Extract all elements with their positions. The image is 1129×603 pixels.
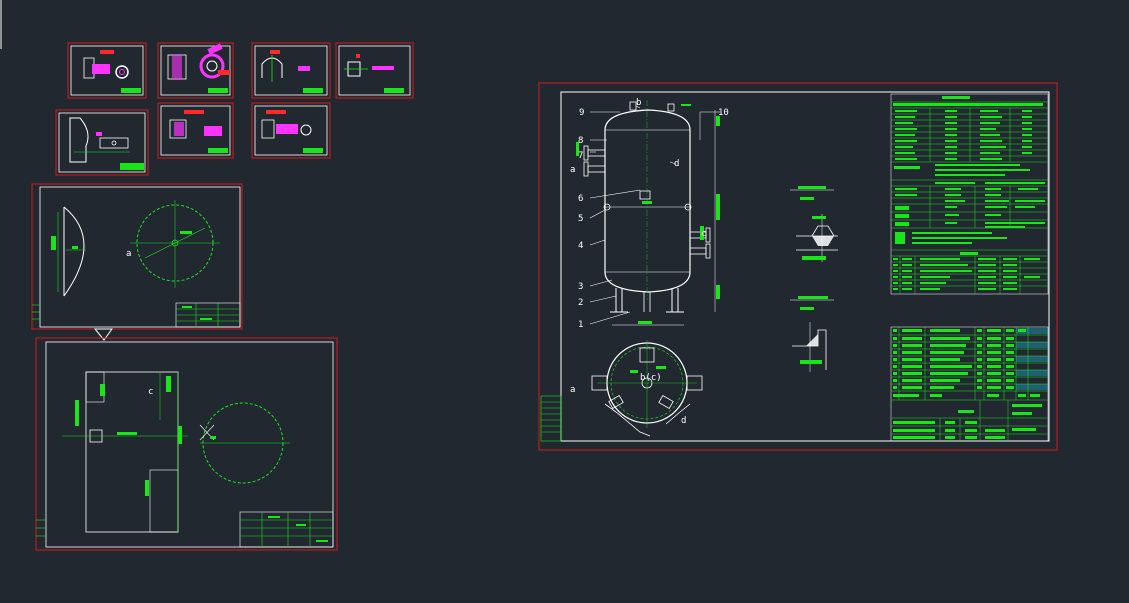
parts-list-highlights [1016,328,1048,390]
shell-drawing-sheet[interactable]: c [35,337,338,551]
detail-sheet-4[interactable] [335,42,414,99]
vessel-item-3: 3 [578,282,583,292]
vessel-item-8: 8 [578,136,583,146]
vessel-item-2: 2 [578,298,583,308]
vessel-elevation: 9 8 7 6 5 4 3 2 1 10 b d a c [570,98,729,330]
vessel-mark-d: d [674,159,679,169]
sheet-edge-strip [32,304,40,320]
vessel-assembly-sheet[interactable]: 9 8 7 6 5 4 3 2 1 10 b d a c [538,82,1058,451]
plan-mark-d: d [681,416,686,426]
head-title-block [175,302,241,328]
vessel-mark-a: a [570,165,575,175]
detail-sheet-3[interactable] [251,42,331,99]
weld-detail-top [790,186,838,262]
shell-mark-c: c [148,387,153,397]
detail-sheet-6[interactable] [157,102,234,159]
vessel-item-5: 5 [578,214,583,224]
technical-data-table [890,93,1049,295]
vessel-item-1: 1 [578,320,583,330]
plan-mark-bc: b(c) [640,373,662,383]
plan-mark-a: a [570,385,575,395]
sheet-edge-strip-2 [36,519,46,537]
detail-sheet-5[interactable] [55,109,149,176]
vessel-item-6: 6 [578,194,583,204]
vessel-item-9: 9 [579,108,584,118]
vessel-mark-c: c [701,229,706,239]
vessel-item-4: 4 [578,241,583,251]
weld-detail-bottom [790,296,834,372]
shell-title-block [239,511,334,548]
vessel-item-7: 7 [578,151,583,161]
technical-data-table-text [893,96,1045,290]
sheet-connector [93,328,113,341]
vessel-item-10: 10 [718,108,729,118]
vessel-plan-view: a d b(c) [570,340,703,437]
detail-sheet-7[interactable] [251,102,331,159]
parts-list-text [893,329,1042,439]
head-mark-a: a [126,249,131,259]
detail-sheet-1[interactable] [67,42,147,99]
margin-strip [540,395,562,442]
vessel-mark-b: b [636,98,641,108]
head-drawing-sheet[interactable]: a [31,183,243,330]
parts-list-table [890,326,1049,442]
detail-sheet-2[interactable] [157,42,234,99]
